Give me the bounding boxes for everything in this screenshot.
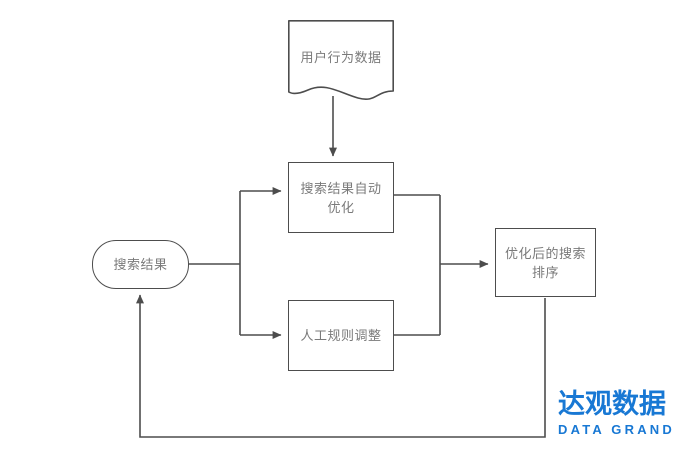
document-shape-icon [288,20,394,100]
brand-name-en: DATA GRAND [558,422,675,437]
node-auto-optimize[interactable]: 搜索结果自动 优化 [288,162,394,233]
node-label: 搜索结果自动 优化 [300,180,382,215]
brand-name-cn: 达观数据 [558,389,666,420]
node-manual-rules[interactable]: 人工规则调整 [288,300,394,371]
node-search-results[interactable]: 搜索结果 [92,240,189,289]
node-label: 搜索结果 [113,257,168,272]
node-label: 优化后的搜索 排序 [504,245,586,280]
node-user-behavior-data[interactable]: 用户行为数据 [288,20,394,104]
edge-branches-to-optimized [394,194,489,336]
node-optimized-ranking[interactable]: 优化后的搜索 排序 [495,228,596,297]
node-label: 人工规则调整 [300,328,382,343]
edge-results-to-branches [189,187,282,339]
brand-logo: 达观数据 DATA GRAND [558,390,680,438]
node-label: 用户行为数据 [300,50,382,65]
edge-feedback-loop [136,294,546,438]
